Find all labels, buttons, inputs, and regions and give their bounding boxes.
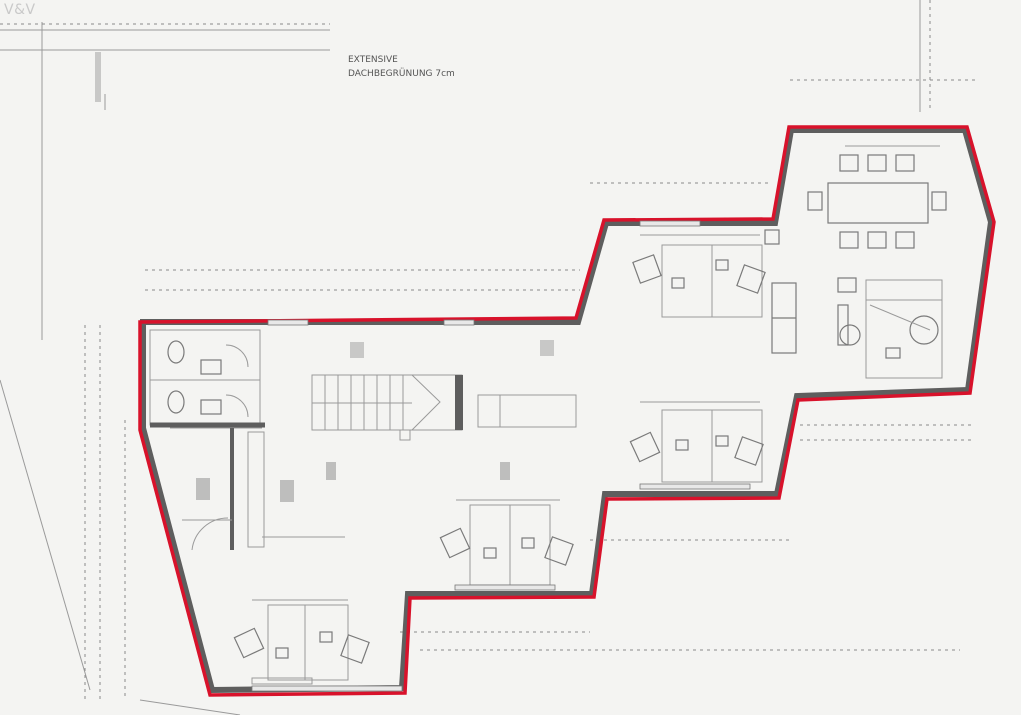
wc-block <box>149 329 265 428</box>
manager-desk <box>837 277 943 379</box>
watermark-logo: V&V <box>4 2 36 18</box>
storage-room <box>170 427 345 551</box>
roof-note-line2: DACHBEGRÜNUNG 7cm <box>348 68 455 79</box>
kitchen-counter <box>477 394 577 428</box>
window-openings <box>251 220 751 692</box>
context-lines <box>0 0 975 715</box>
desk-group-bottom <box>233 599 370 685</box>
roof-note-line1: EXTENSIVE <box>348 55 398 65</box>
desk-group-lower <box>439 499 574 586</box>
desk-group-upper <box>632 234 766 318</box>
staircase <box>311 374 463 441</box>
conference-table <box>764 145 947 249</box>
exterior-walls <box>140 127 995 694</box>
room-label-marks <box>95 52 554 502</box>
desk-group-middle <box>629 401 764 483</box>
floor-area-outline <box>138 125 996 697</box>
